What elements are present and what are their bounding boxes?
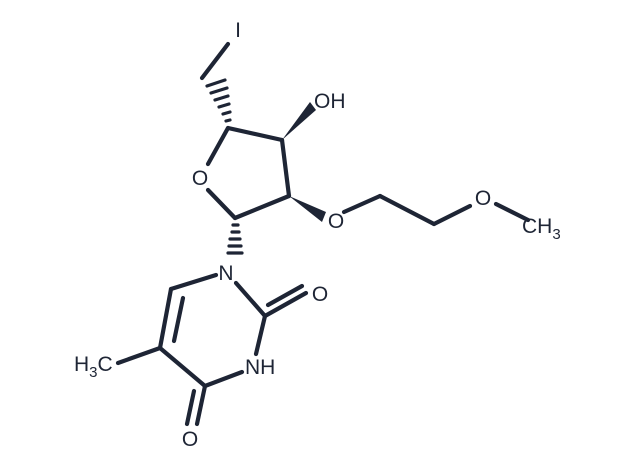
- bond-c2-carbonyl-a: [262, 290, 309, 319]
- atom-ring-oxygen: O: [192, 167, 208, 190]
- bond-n1-c6: [168, 272, 219, 292]
- methyl-ring-h: H: [74, 353, 89, 376]
- atom-methyl-ring: H3C: [74, 353, 113, 381]
- atom-carbonyl-oxygen-upper: O: [312, 283, 328, 306]
- bonds: [115, 41, 531, 427]
- bond-c4-ring-oxygen: [205, 125, 231, 167]
- bond-c4-carbonyl-a: [194, 383, 208, 427]
- methyl-terminal-ch: CH: [522, 215, 552, 238]
- bond-c4-c5: [157, 345, 208, 389]
- hash-bond-c4-ch2: [205, 78, 232, 123]
- bond-c5-c6-outer: [157, 286, 174, 351]
- bond-c4-c3: [225, 125, 285, 143]
- bond-c5-c6-inner: [171, 295, 186, 344]
- bond-oxygen-methyl: [493, 201, 531, 223]
- bond-c1-c2: [232, 193, 292, 221]
- atom-amide-nh: NH: [245, 356, 275, 379]
- bond-chain-1-2: [377, 193, 437, 227]
- bond-chain-2-3: [431, 203, 473, 227]
- bond-c5-methyl: [115, 345, 163, 366]
- bond-c2-n3: [253, 313, 268, 357]
- atom-nitrogen-1: N: [218, 262, 233, 285]
- atom-carbonyl-oxygen-lower: O: [182, 428, 198, 451]
- bond-ch2-iodine: [199, 41, 231, 81]
- bond-n3-c4: [202, 369, 245, 389]
- wedge-bond-c2-ether-oxygen: [289, 196, 326, 222]
- atom-hydroxyl: OH: [314, 90, 346, 113]
- atom-methyl-terminal: CH3: [522, 215, 561, 243]
- methyl-terminal-subscript: 3: [552, 226, 560, 243]
- bond-ring-oxygen-c1: [205, 187, 238, 221]
- methyl-ring-subscript: 3: [89, 364, 97, 381]
- bond-c2-c3: [279, 137, 292, 199]
- atom-iodine: I: [235, 19, 241, 42]
- methyl-ring-c: C: [98, 353, 113, 376]
- wedge-bond-c3-hydroxyl: [282, 102, 316, 140]
- atom-labels: I OH O O O CH3 N O NH H3C O: [74, 19, 561, 451]
- hash-bond-c1-n1: [226, 223, 244, 255]
- atom-ether-oxygen-1: O: [328, 210, 344, 233]
- bond-c4-carbonyl-b: [184, 388, 197, 427]
- atom-ether-oxygen-2: O: [475, 187, 491, 210]
- bond-n1-c2: [233, 280, 268, 319]
- bond-oxygen-chain-1: [341, 193, 383, 215]
- bond-c2-carbonyl-b: [265, 283, 305, 308]
- stereo-bonds: [205, 78, 326, 255]
